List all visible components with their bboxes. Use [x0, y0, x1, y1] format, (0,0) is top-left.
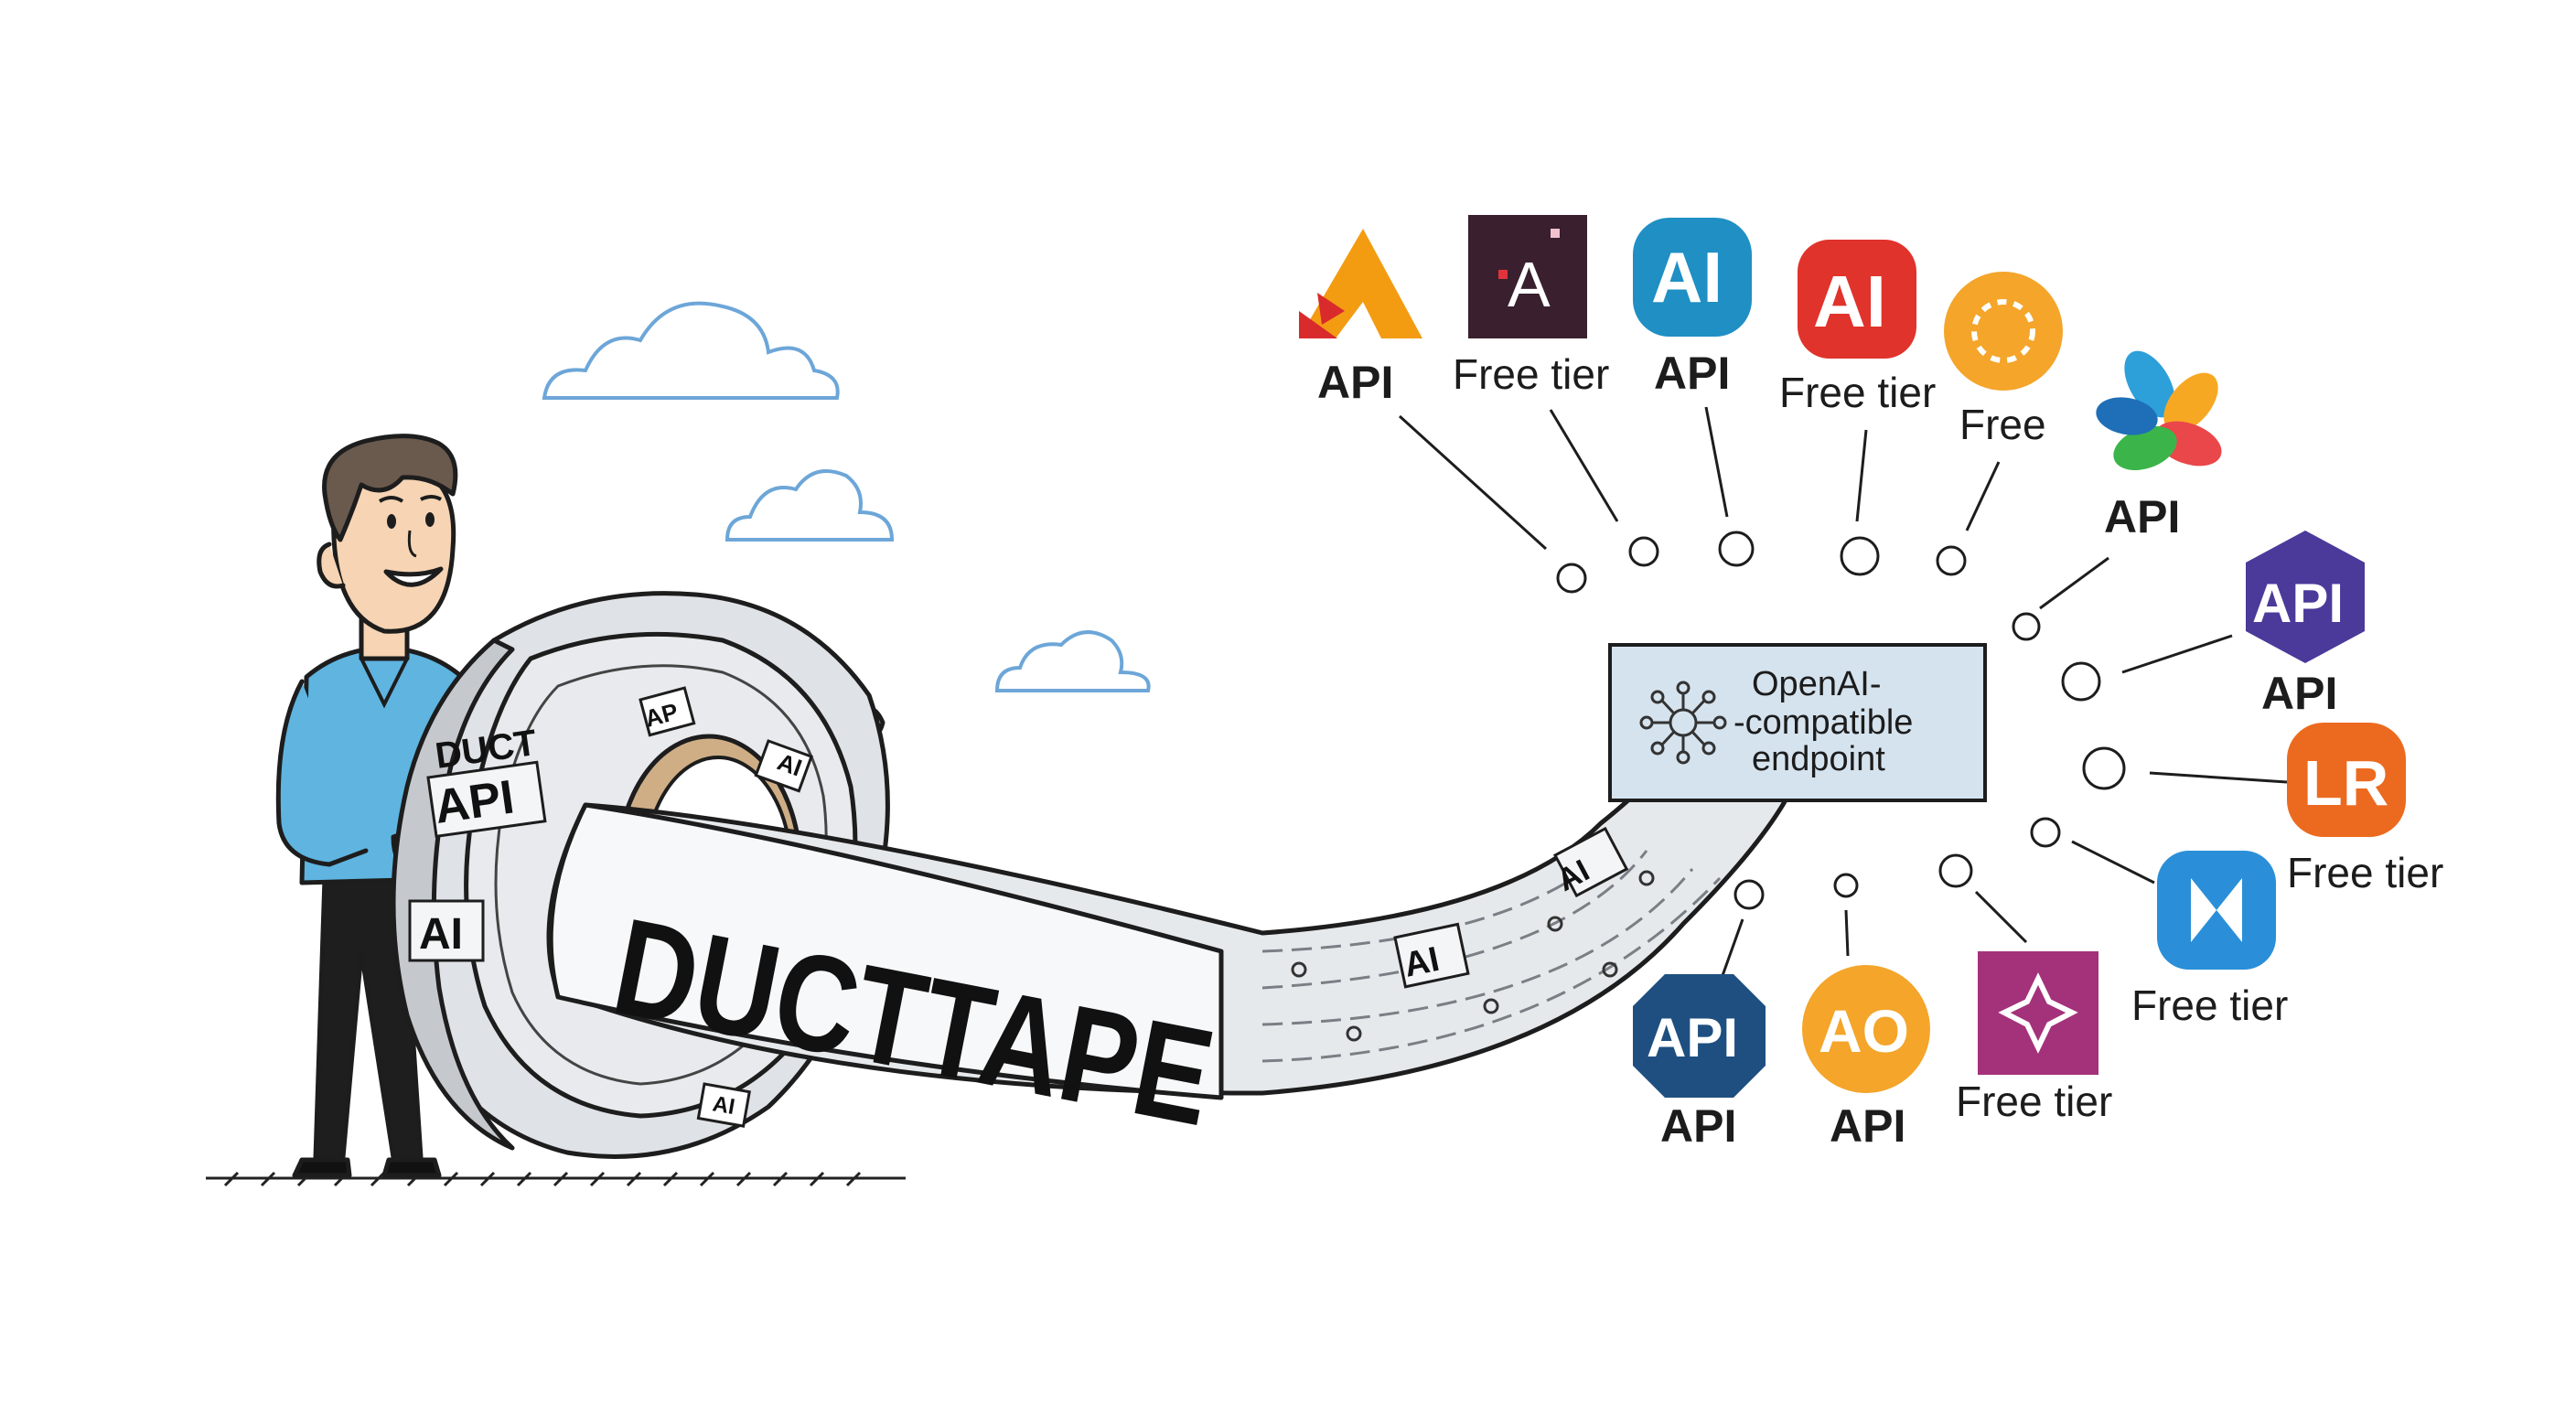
cloud-decoration-medium: [724, 469, 895, 542]
roll-face-tag-3: AI: [711, 1091, 736, 1120]
provider-7-logo-text: API: [2252, 573, 2344, 634]
provider-7-logo-icon: [2246, 531, 2365, 663]
provider-10[interactable]: Free tier: [1956, 951, 2112, 1125]
roll-side-api-label: API: [432, 770, 518, 834]
roll-side-ai-label: AI: [419, 910, 463, 959]
provider-11-logo-text: AO: [1819, 997, 1909, 1065]
provider-6-logo-icon: [2096, 350, 2222, 471]
provider-5[interactable]: Free: [1944, 272, 2063, 448]
cloud-decoration-large: [542, 301, 840, 400]
provider-3[interactable]: AI API: [1633, 218, 1752, 399]
provider-logos: API A Free tier AI API AI Free tier Free: [1299, 215, 2443, 1152]
provider-3-logo-icon: [1633, 218, 1752, 337]
provider-9-label: Free tier: [2131, 981, 2288, 1029]
provider-9[interactable]: Free tier: [2131, 851, 2288, 1029]
provider-2-logo-icon: [1468, 215, 1587, 338]
network-icon: [1639, 681, 1727, 765]
endpoint-line-3: endpoint: [1752, 740, 1885, 778]
provider-connectors: [1398, 406, 2288, 984]
provider-8-logo-text: LR: [2303, 747, 2388, 819]
provider-1-label: API: [1317, 357, 1393, 408]
provider-7-label: API: [2261, 668, 2337, 719]
provider-8[interactable]: LR Free tier: [2287, 723, 2443, 896]
provider-12-label: API: [1660, 1100, 1736, 1152]
provider-3-logo-text: AI: [1651, 237, 1723, 317]
provider-3-label: API: [1654, 348, 1730, 399]
provider-5-logo-icon: [1944, 272, 2063, 391]
provider-4[interactable]: AI Free tier: [1779, 240, 1936, 416]
provider-10-logo-icon: [1978, 951, 2098, 1075]
provider-4-label: Free tier: [1779, 369, 1936, 416]
provider-11[interactable]: AO API: [1802, 965, 1930, 1152]
provider-12-logo-icon: [1633, 974, 1766, 1098]
provider-11-label: API: [1830, 1100, 1905, 1152]
provider-8-logo-icon: [2287, 723, 2406, 837]
provider-1-logo-icon: [1299, 229, 1422, 338]
strip-tag-1: AI: [1401, 940, 1443, 985]
openai-compatible-endpoint-box: OpenAI- -compatible endpoint: [1608, 643, 1987, 802]
provider-6-label: API: [2104, 491, 2180, 542]
provider-4-logo-text: AI: [1813, 261, 1886, 342]
ground-shadow: [206, 1171, 906, 1187]
provider-2-logo-text: A: [1508, 249, 1551, 320]
provider-12[interactable]: API API: [1633, 974, 1766, 1152]
provider-12-logo-text: API: [1647, 1007, 1738, 1068]
roll-face-tags: AP AI AI: [639, 686, 813, 1128]
provider-7[interactable]: API API: [2246, 531, 2365, 719]
provider-10-label: Free tier: [1956, 1078, 2112, 1125]
endpoint-line-1: OpenAI-: [1752, 665, 1882, 703]
provider-4-logo-icon: [1798, 240, 1916, 359]
provider-2-label: Free tier: [1453, 350, 1609, 398]
provider-6[interactable]: API: [2093, 342, 2228, 542]
cloud-decoration-small: [994, 630, 1151, 692]
endpoint-line-2: -compatible: [1733, 703, 1913, 742]
provider-5-label: Free: [1959, 401, 2046, 448]
provider-8-label: Free tier: [2287, 849, 2443, 896]
provider-2[interactable]: A Free tier: [1453, 215, 1609, 398]
provider-1[interactable]: API: [1299, 229, 1422, 408]
provider-11-logo-icon: [1802, 965, 1930, 1093]
roll-side-label-group: DUCT API AI: [408, 723, 547, 962]
